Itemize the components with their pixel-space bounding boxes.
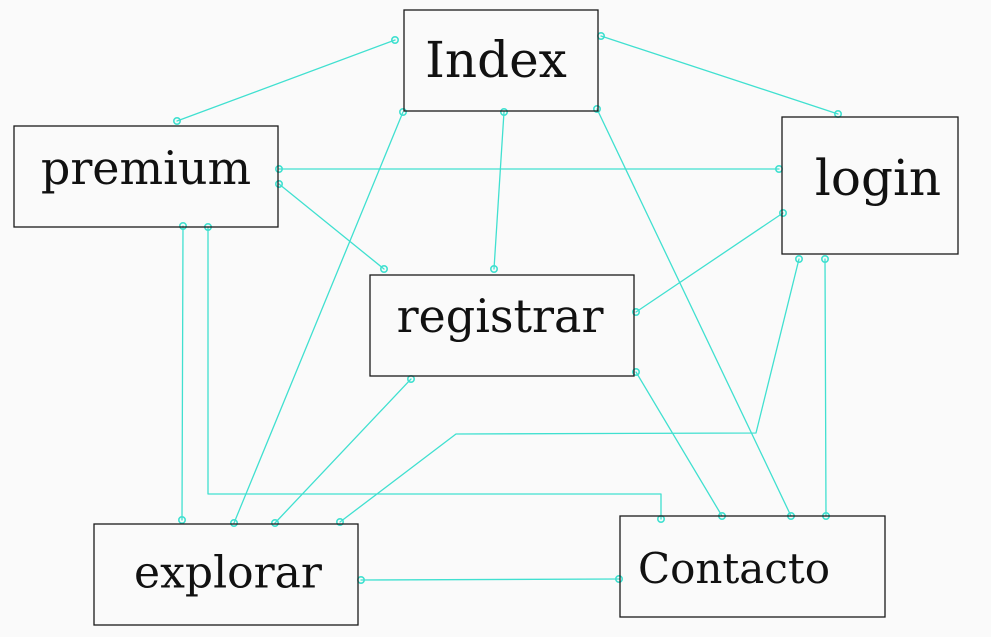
node-contacto-label: Contacto — [638, 544, 830, 593]
edge-registrar-explorar-end-knot — [270, 518, 279, 527]
node-premium: premium — [13, 125, 279, 228]
node-index-label: Index — [425, 31, 567, 89]
edge-index-premium-start-knot — [390, 35, 399, 44]
edge-registrar-contacto — [635, 371, 723, 517]
edge-index-explorar-end-knot — [230, 518, 239, 527]
edge-premium-explorar-start-knot — [179, 222, 188, 231]
edge-index-contacto-start-knot — [592, 105, 601, 114]
edge-premium-explorar-end-knot — [178, 515, 187, 524]
edge-premium-registrar-end-knot — [379, 264, 388, 273]
nodes-layer: Index premium login registrar explorar C… — [13, 9, 959, 626]
edge-index-registrar — [493, 111, 505, 270]
edge-index-premium — [176, 39, 396, 122]
edge-premium-registrar-start-knot — [274, 180, 283, 189]
edge-index-login — [600, 35, 839, 115]
edge-index-registrar-start-knot — [499, 108, 508, 117]
edge-login-registrar-end-knot — [631, 307, 640, 316]
edge-premium-registrar — [278, 183, 385, 270]
edge-index-premium-end-knot — [173, 117, 182, 126]
edge-registrar-explorar — [274, 378, 412, 524]
node-premium-label: premium — [41, 141, 251, 195]
edge-login-contacto — [824, 258, 827, 517]
node-index: Index — [403, 9, 599, 112]
node-login-label: login — [815, 149, 941, 207]
edge-login-contacto-start-knot — [820, 255, 829, 264]
edge-login-explorar-end-knot — [335, 517, 344, 526]
edge-contacto-explorar-start-knot — [614, 574, 623, 583]
node-explorar-box — [93, 523, 359, 626]
edge-login-explorar-start-knot — [794, 255, 803, 264]
node-contacto: Contacto — [619, 515, 886, 618]
edge-registrar-contacto-start-knot — [631, 367, 640, 376]
edge-premium-contacto — [207, 226, 662, 520]
edge-premium-login-start-knot — [274, 165, 283, 174]
node-registrar: registrar — [369, 274, 635, 377]
edge-index-contacto — [596, 108, 792, 517]
edge-index-registrar-end-knot — [489, 264, 498, 273]
edge-index-explorar-start-knot — [398, 108, 407, 117]
edge-login-registrar — [635, 212, 784, 313]
edges-layer — [173, 31, 842, 584]
node-explorar: explorar — [93, 523, 359, 626]
node-explorar-label: explorar — [134, 548, 323, 599]
node-premium-box — [13, 125, 279, 228]
node-login-box — [781, 116, 959, 255]
node-contacto-box — [619, 515, 886, 618]
node-registrar-label: registrar — [397, 289, 604, 343]
edge-contacto-explorar — [360, 578, 620, 581]
edge-login-registrar-start-knot — [778, 209, 787, 218]
edge-premium-explorar — [181, 225, 184, 521]
edge-login-explorar — [339, 258, 800, 523]
edge-index-explorar — [233, 111, 404, 524]
node-registrar-box — [369, 274, 635, 377]
node-index-box — [403, 9, 599, 112]
node-login: login — [781, 116, 959, 255]
